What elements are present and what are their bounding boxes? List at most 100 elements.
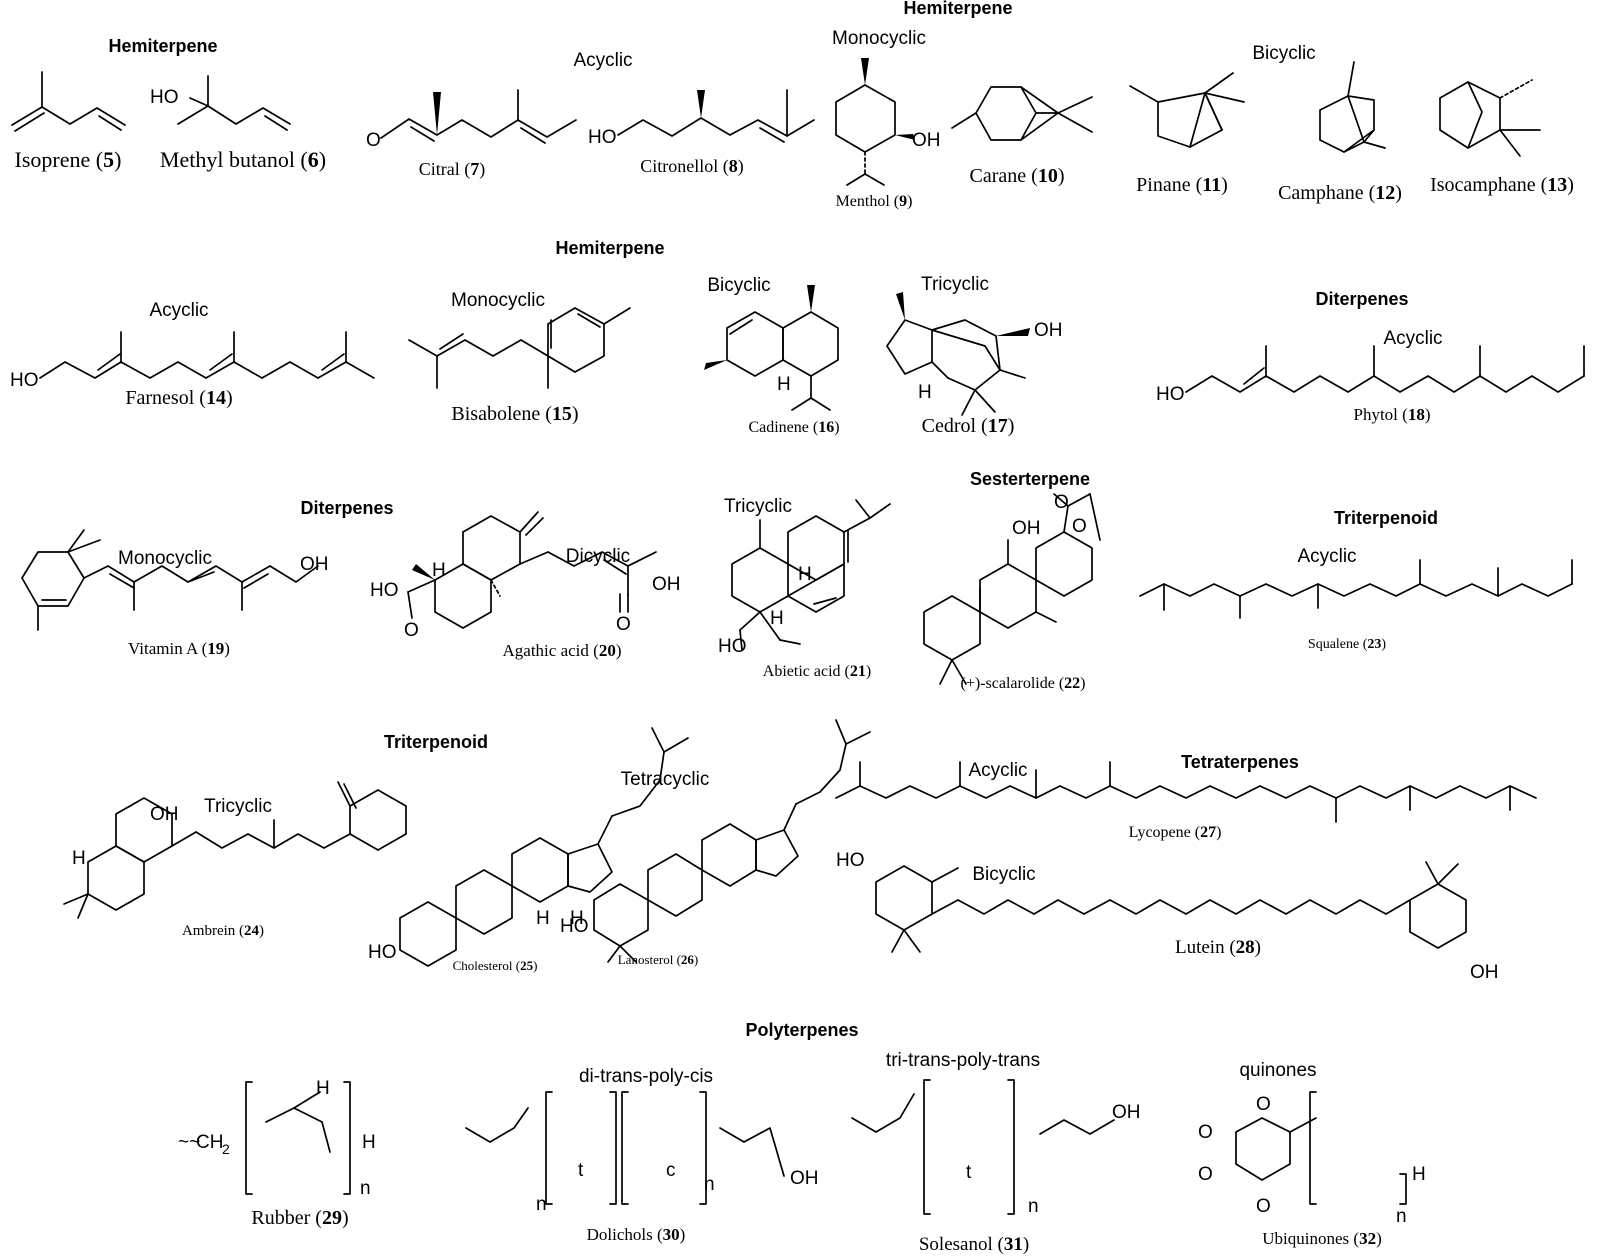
class-label: tri-trans-poly-trans bbox=[886, 1050, 1040, 1071]
compound-caption: Abietic acid (21) bbox=[763, 663, 871, 680]
atom-label: HO bbox=[368, 942, 397, 963]
compound-number: 17 bbox=[988, 415, 1008, 437]
compound-number: 26 bbox=[681, 952, 695, 967]
compound-name: Squalene ( bbox=[1308, 637, 1368, 652]
scalarolide-structure: O O OH bbox=[923, 492, 1101, 685]
compound-captions: Isoprene (5)Methyl butanol (6)Citral (7)… bbox=[15, 147, 1574, 1255]
section-heading: Hemiterpene bbox=[108, 36, 217, 56]
compound-name: Bisabolene ( bbox=[451, 403, 552, 425]
class-label: Tricyclic bbox=[204, 796, 272, 817]
compound-name: Lutein ( bbox=[1175, 937, 1236, 958]
class-label: quinones bbox=[1239, 1060, 1316, 1081]
dolichol-structure: n t c n OH bbox=[465, 1091, 819, 1215]
atom-label: OH bbox=[1470, 962, 1499, 983]
atom-label: n bbox=[360, 1178, 371, 1199]
atom-label: H bbox=[1412, 1164, 1426, 1185]
cadinene-structure: H bbox=[704, 285, 839, 411]
compound-caption: Phytol (18) bbox=[1354, 405, 1431, 424]
section-heading: Triterpenoid bbox=[1334, 508, 1438, 528]
atom-label: n bbox=[1396, 1206, 1407, 1227]
compound-name: Citral ( bbox=[419, 159, 471, 180]
atom-label: n bbox=[704, 1174, 715, 1195]
atom-label: HO bbox=[1156, 384, 1185, 405]
compound-number: 6 bbox=[308, 147, 319, 172]
compound-caption: Isoprene (5) bbox=[15, 147, 122, 172]
atom-label: O bbox=[1198, 1164, 1213, 1185]
compound-name: Pinane ( bbox=[1136, 174, 1202, 196]
phytol-structure: HO bbox=[1156, 345, 1585, 405]
compound-caption: Cholesterol (25) bbox=[453, 958, 538, 973]
atom-label: OH bbox=[1034, 320, 1063, 341]
compound-caption: Cadinene (16) bbox=[748, 419, 839, 436]
class-label: Monocyclic bbox=[451, 290, 545, 311]
compound-number: 7 bbox=[470, 159, 479, 179]
class-label: Tricyclic bbox=[921, 274, 989, 295]
section-heading: Triterpenoid bbox=[384, 732, 488, 752]
class-label: Acyclic bbox=[1297, 546, 1356, 567]
compound-name: Cedrol ( bbox=[922, 415, 988, 437]
abietic-acid-structure: HO H H bbox=[718, 499, 891, 657]
bisabolene-structure bbox=[408, 307, 631, 389]
compound-number: 29 bbox=[322, 1207, 342, 1229]
compound-name: Menthol ( bbox=[836, 193, 900, 210]
section-heading: Polyterpenes bbox=[745, 1020, 858, 1040]
farnesol-structure: HO bbox=[10, 331, 375, 391]
compound-number: 5 bbox=[103, 147, 114, 172]
isoprene-structure bbox=[11, 71, 126, 132]
compound-name: Abietic acid ( bbox=[763, 663, 850, 680]
compound-number: 19 bbox=[207, 639, 224, 658]
atom-label: H bbox=[536, 908, 550, 929]
compound-caption: Lycopene (27) bbox=[1129, 824, 1222, 841]
compound-name: Phytol ( bbox=[1354, 405, 1409, 424]
menthol-structure: OH bbox=[835, 58, 941, 186]
compound-name: Isoprene ( bbox=[15, 147, 104, 172]
section-heading: Tetraterpenes bbox=[1181, 752, 1299, 772]
atom-label: O bbox=[1072, 516, 1087, 537]
class-label: Acyclic bbox=[1383, 328, 1442, 349]
atom-label: OH bbox=[1112, 1102, 1141, 1123]
compound-number: 10 bbox=[1038, 165, 1058, 187]
camphane-structure bbox=[1319, 61, 1386, 153]
atom-label: t bbox=[578, 1160, 584, 1181]
lutein-structure: HO OH bbox=[836, 850, 1499, 983]
atom-label: O bbox=[616, 614, 631, 635]
class-label: Bicyclic bbox=[972, 864, 1035, 885]
compound-caption: Cedrol (17) bbox=[922, 415, 1015, 437]
squalene-structure bbox=[1139, 559, 1573, 619]
class-label: Tetracyclic bbox=[621, 769, 710, 790]
compound-caption: Citral (7) bbox=[419, 159, 486, 180]
atom-label: H bbox=[770, 608, 784, 629]
atom-label: H bbox=[72, 848, 86, 869]
atom-label: H bbox=[362, 1132, 376, 1153]
atom-label: O bbox=[1256, 1196, 1271, 1217]
atom-label: HO bbox=[560, 916, 589, 937]
compound-caption: Squalene (23) bbox=[1308, 637, 1386, 652]
compound-name: Solesanol ( bbox=[919, 1234, 1004, 1255]
atom-label: H bbox=[798, 564, 812, 585]
atom-label: HO bbox=[588, 127, 617, 148]
class-label: Bicyclic bbox=[707, 275, 770, 296]
atom-label: OH bbox=[150, 804, 179, 825]
class-label: di-trans-poly-cis bbox=[579, 1066, 713, 1087]
section-heading: Hemiterpene bbox=[555, 238, 664, 258]
ambrein-structure: H OH bbox=[63, 781, 407, 919]
citronellol-structure: HO bbox=[588, 89, 815, 148]
atom-label: OH bbox=[790, 1168, 819, 1189]
compound-caption: Agathic acid (20) bbox=[503, 641, 622, 660]
atom-label: OH bbox=[912, 130, 941, 151]
atom-label: O bbox=[366, 130, 381, 151]
class-label: Bicyclic bbox=[1252, 43, 1315, 64]
compound-name: Camphane ( bbox=[1278, 182, 1376, 204]
compound-name: Ambrein ( bbox=[182, 923, 244, 939]
cedrol-structure: OH H bbox=[886, 292, 1063, 416]
compound-name: Citronellol ( bbox=[640, 156, 729, 177]
class-label: Monocyclic bbox=[118, 548, 212, 569]
compound-name: Cadinene ( bbox=[748, 419, 818, 436]
compound-caption: Carane (10) bbox=[970, 165, 1065, 187]
compound-caption: Camphane (12) bbox=[1278, 182, 1402, 204]
class-label: Acyclic bbox=[968, 760, 1027, 781]
compound-caption: Ubiquinones (32) bbox=[1262, 1229, 1381, 1248]
class-label: Dicyclic bbox=[566, 546, 630, 567]
compound-name: Farnesol ( bbox=[125, 387, 206, 409]
